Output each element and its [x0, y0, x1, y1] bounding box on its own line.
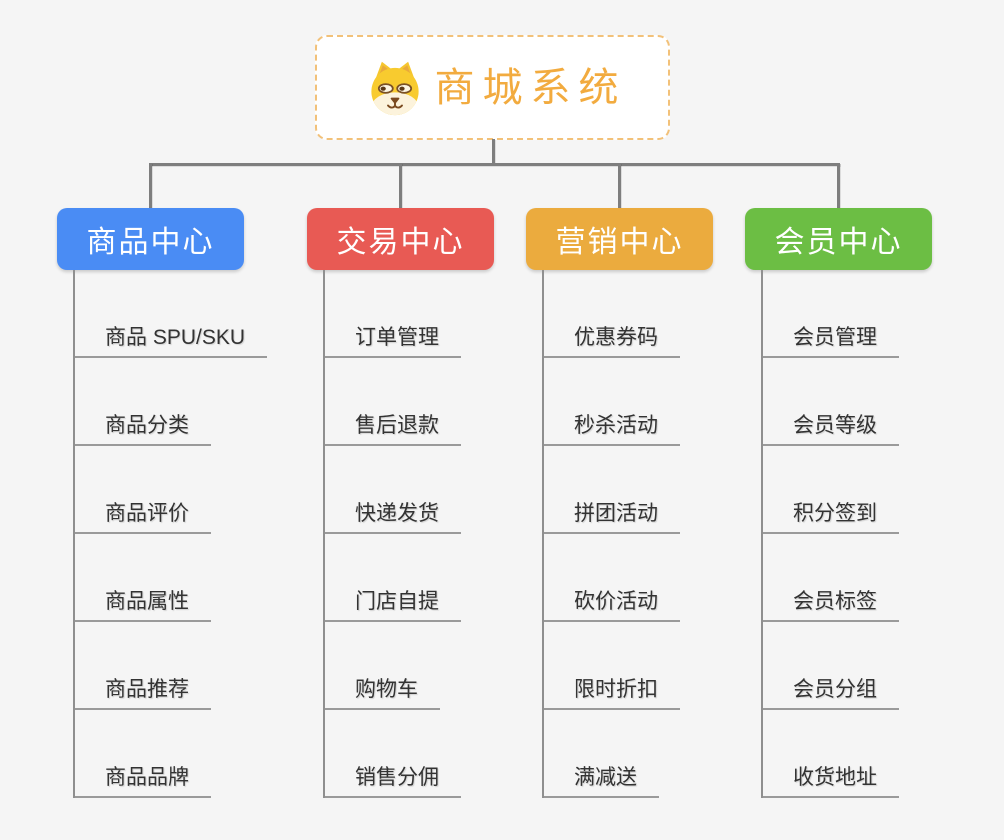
connector-drop-product-center — [149, 163, 152, 209]
leaf-item[interactable]: 砍价活动 — [544, 590, 680, 622]
leaf-item[interactable]: 会员管理 — [763, 326, 899, 358]
branch-column: 营销中心 优惠券码秒杀活动拼团活动砍价活动限时折扣满减送 — [526, 208, 776, 798]
branch-header-trade-center[interactable]: 交易中心 — [307, 208, 494, 270]
leaf-row: 满减送 — [544, 710, 680, 798]
leaf-item[interactable]: 商品 SPU/SKU — [75, 326, 268, 358]
connector-drop-member-center — [837, 163, 840, 209]
leaf-item[interactable]: 会员标签 — [763, 590, 899, 622]
root-title: 商城系统 — [434, 65, 627, 110]
leaf-list: 订单管理售后退款快递发货门店自提购物车销售分佣 — [323, 270, 461, 798]
leaf-row: 会员等级 — [763, 358, 899, 446]
doge-face-icon — [370, 61, 419, 115]
leaf-item[interactable]: 快递发货 — [325, 502, 461, 534]
leaf-row: 积分签到 — [763, 446, 899, 534]
leaf-row: 砍价活动 — [544, 534, 680, 622]
leaf-item[interactable]: 商品属性 — [75, 590, 211, 622]
leaf-list: 优惠券码秒杀活动拼团活动砍价活动限时折扣满减送 — [542, 270, 680, 798]
leaf-item[interactable]: 秒杀活动 — [544, 414, 680, 446]
leaf-item[interactable]: 商品分类 — [75, 414, 211, 446]
leaf-item[interactable]: 限时折扣 — [544, 678, 680, 710]
leaf-row: 限时折扣 — [544, 622, 680, 710]
leaf-row: 会员分组 — [763, 622, 899, 710]
leaf-row: 订单管理 — [325, 270, 461, 358]
connector-drop-marketing-center — [618, 163, 621, 209]
leaf-item[interactable]: 优惠券码 — [544, 326, 680, 358]
leaf-item[interactable]: 售后退款 — [325, 414, 461, 446]
connector-root-stub — [492, 139, 495, 165]
leaf-item[interactable]: 商品品牌 — [75, 766, 211, 798]
leaf-row: 商品推荐 — [75, 622, 267, 710]
branch-header-product-center[interactable]: 商品中心 — [57, 208, 244, 270]
leaf-item[interactable]: 满减送 — [544, 766, 659, 798]
branch-header-member-center[interactable]: 会员中心 — [745, 208, 932, 270]
leaf-row: 售后退款 — [325, 358, 461, 446]
leaf-row: 收货地址 — [763, 710, 899, 798]
connector-bus — [151, 163, 840, 166]
leaf-item[interactable]: 销售分佣 — [325, 766, 461, 798]
leaf-item[interactable]: 会员等级 — [763, 414, 899, 446]
leaf-item[interactable]: 购物车 — [325, 678, 440, 710]
leaf-item[interactable]: 拼团活动 — [544, 502, 680, 534]
leaf-list: 会员管理会员等级积分签到会员标签会员分组收货地址 — [761, 270, 899, 798]
branch-header-marketing-center[interactable]: 营销中心 — [526, 208, 713, 270]
leaf-row: 商品品牌 — [75, 710, 267, 798]
leaf-row: 销售分佣 — [325, 710, 461, 798]
leaf-item[interactable]: 收货地址 — [763, 766, 899, 798]
root-node[interactable]: 商城系统 — [315, 35, 670, 140]
leaf-row: 拼团活动 — [544, 446, 680, 534]
leaf-item[interactable]: 积分签到 — [763, 502, 899, 534]
branch-column: 商品中心 商品 SPU/SKU 商品分类商品评价商品属性商品推荐商品品牌 — [57, 208, 307, 798]
leaf-row: 会员标签 — [763, 534, 899, 622]
leaf-row: 门店自提 — [325, 534, 461, 622]
leaf-row: 商品 SPU/SKU — [75, 270, 268, 358]
leaf-item[interactable]: 商品推荐 — [75, 678, 211, 710]
leaf-row: 购物车 — [325, 622, 461, 710]
leaf-list: 商品 SPU/SKU 商品分类商品评价商品属性商品推荐商品品牌 — [73, 270, 268, 798]
connector-drop-trade-center — [399, 163, 402, 209]
branch-column: 会员中心 会员管理会员等级积分签到会员标签会员分组收货地址 — [745, 208, 995, 798]
leaf-item[interactable]: 会员分组 — [763, 678, 899, 710]
leaf-row: 会员管理 — [763, 270, 899, 358]
branch-column: 交易中心 订单管理售后退款快递发货门店自提购物车销售分佣 — [307, 208, 557, 798]
leaf-row: 快递发货 — [325, 446, 461, 534]
leaf-row: 商品评价 — [75, 446, 267, 534]
leaf-item[interactable]: 门店自提 — [325, 590, 461, 622]
leaf-row: 商品分类 — [75, 358, 267, 446]
leaf-item[interactable]: 商品评价 — [75, 502, 211, 534]
leaf-item[interactable]: 订单管理 — [325, 326, 461, 358]
leaf-row: 优惠券码 — [544, 270, 680, 358]
leaf-row: 商品属性 — [75, 534, 267, 622]
leaf-row: 秒杀活动 — [544, 358, 680, 446]
